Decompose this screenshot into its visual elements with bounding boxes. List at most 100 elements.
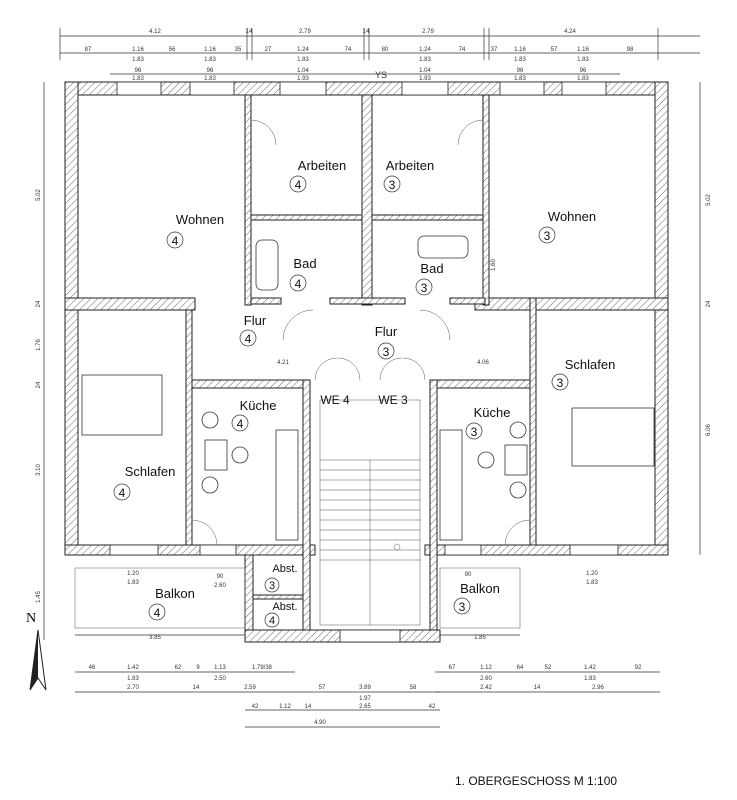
dim: 14 <box>363 29 370 35</box>
room-name: Bad <box>293 256 316 271</box>
dim: 1.83 <box>127 676 139 682</box>
dim: 2.79 <box>299 29 311 35</box>
dim: 4.06 <box>477 360 489 366</box>
room-name: Abst. <box>272 601 297 613</box>
dim: 4.12 <box>149 29 161 35</box>
dim: 2.42 <box>480 685 492 691</box>
unit-number: 3 <box>421 281 428 295</box>
dim: 2.50 <box>214 676 226 682</box>
dim: 1.83 <box>419 57 431 63</box>
dim: 1.83 <box>132 76 144 82</box>
room-name: Wohnen <box>548 209 596 224</box>
dim: 14 <box>305 704 312 710</box>
room-name: Arbeiten <box>386 158 434 173</box>
dim: 1.83 <box>514 76 526 82</box>
dim: 92 <box>635 665 642 671</box>
dim: 96 <box>207 68 214 74</box>
dim: 2.70 <box>127 685 139 691</box>
dim: 1.12 <box>279 704 291 710</box>
dim: 1.79/38 <box>252 665 273 671</box>
dim: 24 <box>706 300 712 307</box>
dim: 4.24 <box>564 29 576 35</box>
room-name: Schlafen <box>565 357 616 372</box>
unit-label-we3: WE 3 <box>378 393 408 407</box>
room-name: Flur <box>375 324 398 339</box>
room-name: Flur <box>244 313 267 328</box>
top-dimension-lines <box>59 28 700 75</box>
dim: 1.04 <box>419 68 431 74</box>
dim: 1.83 <box>297 57 309 63</box>
dim: 4.21 <box>277 360 289 366</box>
dim: 1.93 <box>419 76 431 82</box>
dim: 74 <box>459 47 466 53</box>
unit-number: 4 <box>154 606 161 620</box>
dim: 67 <box>449 665 456 671</box>
dim: 27 <box>265 47 272 53</box>
dim: 6.06 <box>706 424 712 436</box>
north-label: N <box>26 611 36 626</box>
unit-number: 3 <box>544 229 551 243</box>
dim: 24 <box>36 381 42 388</box>
dim: 14 <box>534 685 541 691</box>
dim: 1.76 <box>36 339 42 351</box>
dim: 1.93 <box>297 76 309 82</box>
unit-number: 4 <box>237 417 244 431</box>
dim: 98 <box>627 47 634 53</box>
dim: 14 <box>246 29 253 35</box>
dim: 96 <box>580 68 587 74</box>
unit-number: 4 <box>172 234 179 248</box>
unit-number: 3 <box>389 178 396 192</box>
balcony-4 <box>74 567 246 629</box>
dim: 4.90 <box>314 720 326 726</box>
dim: 35 <box>235 47 242 53</box>
dim: 14 <box>193 685 200 691</box>
dim: 1.24 <box>297 47 309 53</box>
room-name: Küche <box>474 405 511 420</box>
dim: 2.60 <box>480 676 492 682</box>
dim: 1.97 <box>359 696 371 702</box>
dim: 1.16 <box>132 47 144 53</box>
dim: 57 <box>319 685 326 691</box>
unit-number: 4 <box>119 486 126 500</box>
dim: 3.10 <box>36 464 42 476</box>
dim: 57 <box>551 47 558 53</box>
dim: 1.83 <box>577 57 589 63</box>
dim: 1.42 <box>127 665 139 671</box>
unit-number: 3 <box>383 345 390 359</box>
axis-marker: YS <box>375 70 387 80</box>
dim: 1.12 <box>480 665 492 671</box>
dim: 1.16 <box>577 47 589 53</box>
dim: 9 <box>196 665 200 671</box>
dim: 1.85 <box>474 635 486 641</box>
dim: 1.83 <box>584 676 596 682</box>
balcony-3 <box>439 567 521 629</box>
room-name: Küche <box>240 398 277 413</box>
dim: 3.85 <box>149 635 161 641</box>
dim: 80 <box>382 47 389 53</box>
right-dimensions: 5.02 24 6.06 1.60 <box>491 194 712 436</box>
dim: 90 <box>465 572 472 578</box>
dim: 1.20 <box>127 571 139 577</box>
dim: 42 <box>429 704 436 710</box>
unit-number: 3 <box>557 376 564 390</box>
bottom-dimension-lines <box>75 671 660 728</box>
dim: 96 <box>517 68 524 74</box>
unit-number: 3 <box>471 425 478 439</box>
dim: 1.83 <box>514 57 526 63</box>
dim: 1.83 <box>204 57 216 63</box>
dim: 56 <box>169 47 176 53</box>
dim: 2.65 <box>359 704 371 710</box>
unit-number: 3 <box>269 580 275 592</box>
dim: 37 <box>491 47 498 53</box>
room-name: Wohnen <box>176 212 224 227</box>
dim: 24 <box>36 300 42 307</box>
unit-number: 3 <box>459 600 466 614</box>
unit-number: 4 <box>295 178 302 192</box>
dim: 42 <box>252 704 259 710</box>
dim: 96 <box>135 68 142 74</box>
dim: 1.16 <box>514 47 526 53</box>
dim: 52 <box>545 665 552 671</box>
dim: 58 <box>410 685 417 691</box>
dim: 1.83 <box>586 580 598 586</box>
dim: 1.83 <box>127 580 139 586</box>
